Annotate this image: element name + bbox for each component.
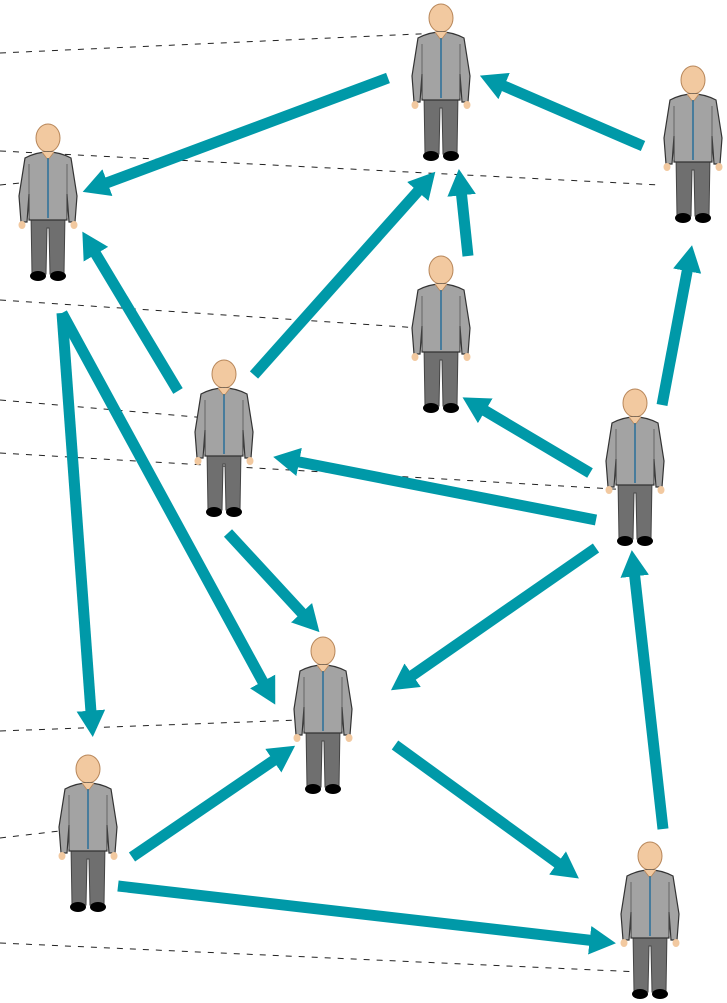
connection-arrow: [462, 397, 593, 478]
head: [622, 388, 648, 418]
hand: [463, 101, 471, 109]
shoe: [70, 902, 86, 912]
shoe: [90, 902, 106, 912]
hand: [293, 734, 301, 742]
trousers: [206, 449, 242, 511]
shoe: [30, 271, 46, 281]
shoe: [695, 213, 711, 223]
hand: [110, 852, 118, 860]
hand: [411, 101, 419, 109]
shoe: [423, 403, 439, 413]
people-nodes: [18, 3, 723, 999]
connection-arrow: [656, 245, 702, 407]
person-icon: [411, 255, 471, 413]
connection-arrow: [479, 72, 646, 152]
connection-arrow: [57, 310, 276, 705]
shoe: [423, 151, 439, 161]
hand: [345, 734, 353, 742]
shoe: [226, 507, 242, 517]
trousers: [423, 93, 459, 155]
connection-arrow: [447, 169, 476, 257]
connection-arrow: [391, 740, 579, 879]
head: [428, 255, 454, 285]
trousers: [632, 931, 668, 993]
hand: [605, 486, 613, 494]
hand: [411, 353, 419, 361]
connection-arrow: [56, 312, 106, 737]
dashed-guide-line: [0, 827, 86, 839]
connection-arrow: [82, 72, 390, 197]
connection-arrow: [128, 745, 296, 862]
head: [211, 359, 237, 389]
hand: [657, 486, 665, 494]
shoe: [305, 784, 321, 794]
dashed-guide-line: [0, 719, 301, 732]
hand: [620, 939, 628, 947]
trousers: [305, 726, 341, 788]
hand: [70, 221, 78, 229]
person-icon: [18, 123, 78, 281]
head: [680, 65, 706, 95]
head: [310, 636, 336, 666]
connection-arrow: [223, 529, 320, 633]
head: [637, 841, 663, 871]
person-icon: [58, 754, 118, 912]
perspective-dashed-lines: [0, 32, 661, 973]
hand: [18, 221, 26, 229]
trousers: [675, 155, 711, 217]
shoe: [637, 536, 653, 546]
hand: [663, 163, 671, 171]
shoe: [206, 507, 222, 517]
trousers: [423, 345, 459, 407]
connection-arrow: [249, 171, 436, 379]
connection-arrow: [82, 231, 183, 394]
shoe: [325, 784, 341, 794]
head: [428, 3, 454, 33]
person-icon: [620, 841, 680, 999]
shoe: [675, 213, 691, 223]
hand: [463, 353, 471, 361]
shoe: [632, 989, 648, 999]
trousers: [30, 213, 66, 275]
hand: [194, 457, 202, 465]
connection-arrow: [390, 543, 600, 691]
shoe: [443, 151, 459, 161]
head: [35, 123, 61, 153]
shoe: [652, 989, 668, 999]
dashed-guide-line: [0, 452, 631, 491]
connection-arrows: [56, 72, 702, 955]
hand: [715, 163, 723, 171]
hand: [246, 457, 254, 465]
person-icon: [194, 359, 254, 517]
connection-arrow: [117, 880, 616, 955]
shoe: [617, 536, 633, 546]
shoe: [443, 403, 459, 413]
connection-arrow: [620, 550, 669, 830]
dashed-guide-line: [0, 299, 451, 331]
person-icon: [411, 3, 471, 161]
connection-arrow: [273, 447, 598, 526]
hand: [672, 939, 680, 947]
hand: [58, 852, 66, 860]
trousers: [617, 478, 653, 540]
dashed-guide-line: [0, 32, 441, 54]
person-icon: [663, 65, 723, 223]
person-icon: [605, 388, 665, 546]
trousers: [70, 844, 106, 906]
person-icon: [293, 636, 353, 794]
dashed-guide-line: [0, 150, 661, 186]
shoe: [50, 271, 66, 281]
head: [75, 754, 101, 784]
dashed-guide-line: [0, 942, 641, 973]
